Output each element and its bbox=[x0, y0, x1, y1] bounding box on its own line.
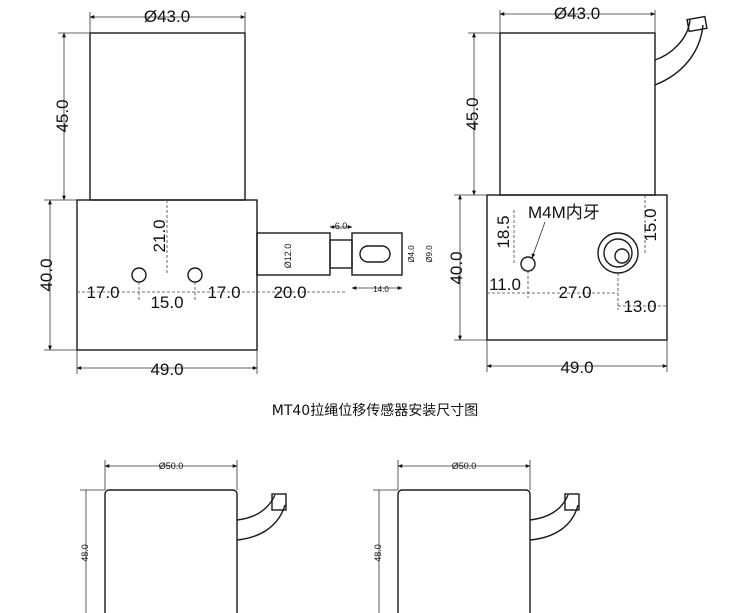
side-outlet-hole bbox=[614, 248, 630, 264]
front-tip-dia-label: Ø9.0 bbox=[425, 245, 434, 263]
lower-right-cylinder bbox=[397, 489, 531, 613]
side-cylinder bbox=[499, 32, 656, 196]
front-shaft-dia-label: Ø12.0 bbox=[283, 244, 293, 269]
front-shaft-tip bbox=[351, 232, 403, 276]
side-outlet-inner bbox=[603, 238, 633, 268]
lower-right-height-label: 48.0 bbox=[373, 544, 383, 562]
front-h-hole-label: 21.0 bbox=[150, 219, 169, 252]
drawing-caption: MT40拉绳位移传感器安装尺寸图 bbox=[272, 402, 478, 419]
front-view: Ø43.0 45.0 40.0 21.0 17.0 15.0 17.0 20.0… bbox=[37, 7, 434, 379]
front-h-body-label: 40.0 bbox=[37, 258, 56, 291]
side-h-body-label: 40.0 bbox=[447, 251, 466, 284]
side-dia-top-label: Ø43.0 bbox=[554, 4, 600, 23]
side-thread-label: M4M内牙 bbox=[528, 203, 600, 222]
side-w-left-label: 11.0 bbox=[489, 275, 521, 294]
front-hole-dia-label: Ø4.0 bbox=[407, 245, 416, 263]
lower-left-cable bbox=[236, 494, 286, 541]
lower-right-view: Ø50.0 48.0 bbox=[373, 460, 580, 613]
front-h-top-label: 45.0 bbox=[53, 99, 72, 132]
front-tip-slot bbox=[359, 245, 391, 263]
side-thread-hole bbox=[520, 256, 536, 272]
side-view: Ø43.0 45.0 40.0 M4M内牙 18.5 15.0 11.0 27.… bbox=[447, 4, 708, 377]
front-shaft-step bbox=[329, 239, 353, 269]
lower-left-cylinder bbox=[104, 489, 238, 613]
lower-left-view: Ø50.0 48.0 bbox=[80, 460, 287, 613]
side-w-outlet-label: 27.0 bbox=[558, 283, 591, 302]
side-h-top-label: 45.0 bbox=[463, 97, 482, 130]
side-cable bbox=[654, 19, 704, 86]
front-shaft bbox=[256, 232, 331, 276]
lower-left-cable-end bbox=[271, 493, 287, 511]
side-base-block bbox=[486, 194, 668, 341]
lower-right-dia-label: Ø50.0 bbox=[452, 461, 477, 471]
side-h-outlet-label: 15.0 bbox=[641, 208, 660, 241]
front-cylinder bbox=[89, 32, 246, 201]
front-dia-top-label: Ø43.0 bbox=[144, 7, 190, 26]
lower-right-cable bbox=[529, 494, 579, 541]
front-mount-hole-left bbox=[131, 267, 147, 283]
front-w-right-label: 17.0 bbox=[207, 283, 240, 302]
front-w-mid-label: 15.0 bbox=[150, 293, 183, 312]
lower-left-height-label: 48.0 bbox=[80, 544, 90, 562]
side-cable-end bbox=[686, 15, 708, 33]
front-tip-len-label: 14.0 bbox=[373, 285, 389, 294]
side-w-right-label: 13.0 bbox=[623, 297, 656, 316]
front-mount-hole-right bbox=[187, 267, 203, 283]
side-h-thread-label: 18.5 bbox=[494, 215, 513, 248]
front-w-shaft-label: 20.0 bbox=[273, 283, 306, 302]
side-w-body-label: 49.0 bbox=[560, 358, 593, 377]
lower-left-dia-label: Ø50.0 bbox=[159, 461, 184, 471]
front-w-left-label: 17.0 bbox=[86, 283, 119, 302]
lower-right-cable-end bbox=[564, 493, 580, 511]
front-tip-w-label: 6.0 bbox=[335, 221, 348, 231]
front-w-body-label: 49.0 bbox=[150, 360, 183, 379]
